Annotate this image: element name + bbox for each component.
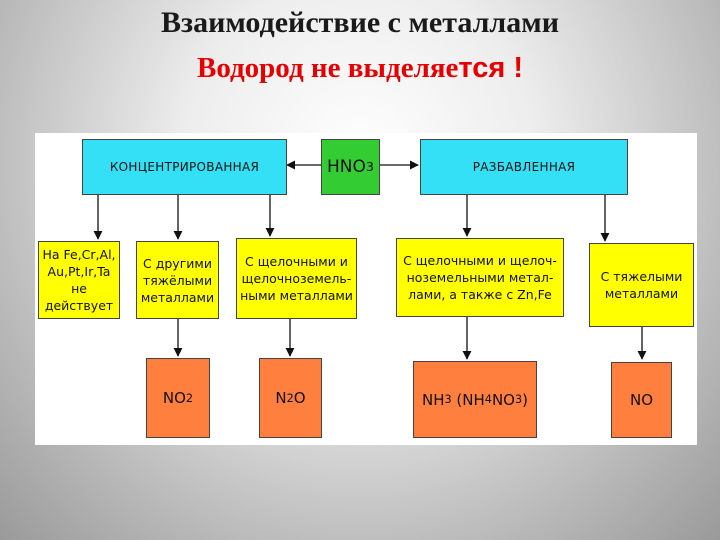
product-n2o-o: O bbox=[293, 389, 306, 407]
case-alkali-conc: С щелочными и щелочноземель- ными металл… bbox=[236, 238, 357, 319]
dilute-box: РАЗБАВЛЕННАЯ bbox=[420, 139, 628, 195]
connector-arrows bbox=[93, 160, 647, 360]
product-nh3-sub: 3 bbox=[444, 393, 452, 406]
case-alkali-dilute: С щелочными и щелоч- ноземельными метал-… bbox=[396, 238, 564, 317]
slide-title: Взаимодействие с металлами bbox=[161, 6, 559, 39]
product-no3: NO bbox=[491, 390, 515, 409]
product-nh3: NH bbox=[421, 390, 445, 409]
subtitle-main: Водород не выделяе bbox=[197, 52, 459, 84]
case-heavy-metals-dilute: С тяжелыми металлами bbox=[589, 243, 694, 327]
case-not-reacting: На Fe,Cr,Al, Au,Pt,Ir,Ta не действует bbox=[38, 241, 120, 319]
acid-formula: HNO bbox=[326, 157, 366, 177]
product-nh4-open: (NH bbox=[456, 390, 485, 409]
product-no2-sub: 2 bbox=[185, 391, 194, 405]
product-paren-close: ) bbox=[522, 390, 529, 409]
product-no2-formula: NO bbox=[162, 389, 186, 407]
product-nh4-sub: 4 bbox=[484, 393, 492, 406]
product-n2o-sub: 2 bbox=[286, 391, 294, 405]
subtitle-tail: тся ! bbox=[458, 52, 523, 84]
slide-subtitle: Водород не выделяется ! bbox=[0, 52, 720, 85]
case-heavy-metals-conc: С другими тяжёлыми металлами bbox=[136, 241, 219, 319]
product-no: NO bbox=[611, 362, 672, 438]
product-no3-sub: 3 bbox=[514, 393, 523, 406]
concentrated-box: КОНЦЕНТРИРОВАННАЯ bbox=[82, 139, 287, 195]
acid-subscript: 3 bbox=[365, 159, 374, 175]
product-n2o-n: N bbox=[275, 389, 287, 407]
